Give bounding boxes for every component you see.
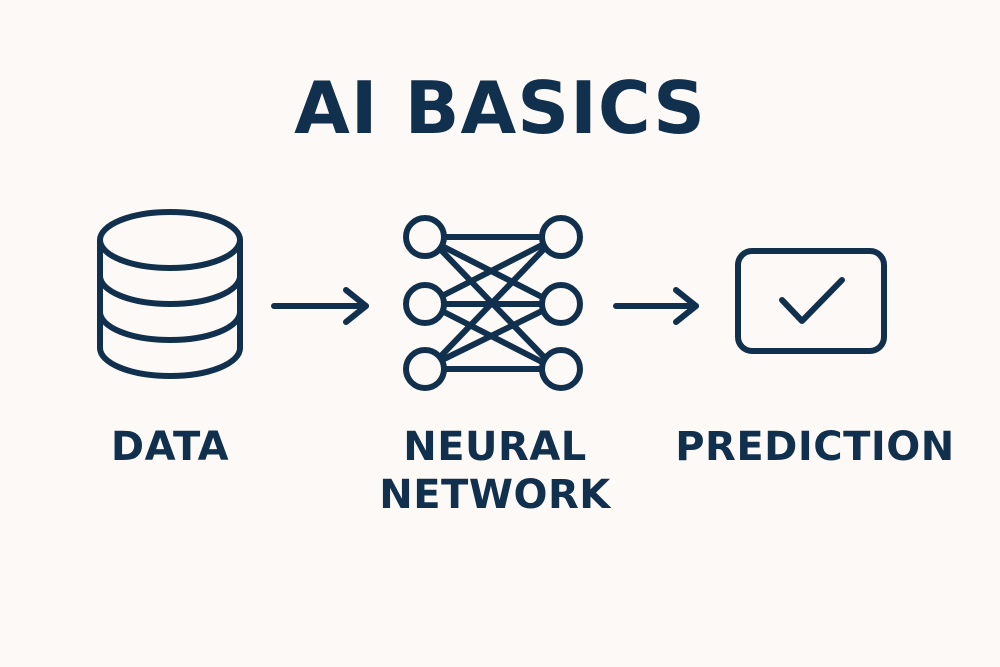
arrow-right-icon [613,287,699,325]
stage-label-line: NEURAL [403,424,587,470]
output-node [539,282,583,326]
stage-label-prediction: PREDICTION [660,423,970,471]
database-icon [97,209,243,379]
input-node [403,347,447,391]
input-node [403,215,447,259]
neural-network-icon [403,215,583,391]
stage-label-line: NETWORK [379,472,611,518]
arrow-right-icon [271,287,369,325]
stage-label-line: PREDICTION [675,424,955,470]
stage-label-data: DATA [70,423,270,471]
input-node [403,282,447,326]
output-node [539,347,583,391]
stage-label-line: DATA [110,424,230,470]
stage-label-neural-network: NEURAL NETWORK [365,423,625,519]
output-node [539,215,583,259]
diagram-title: AI BASICS [294,66,706,150]
checkmark-box-icon [735,248,887,354]
